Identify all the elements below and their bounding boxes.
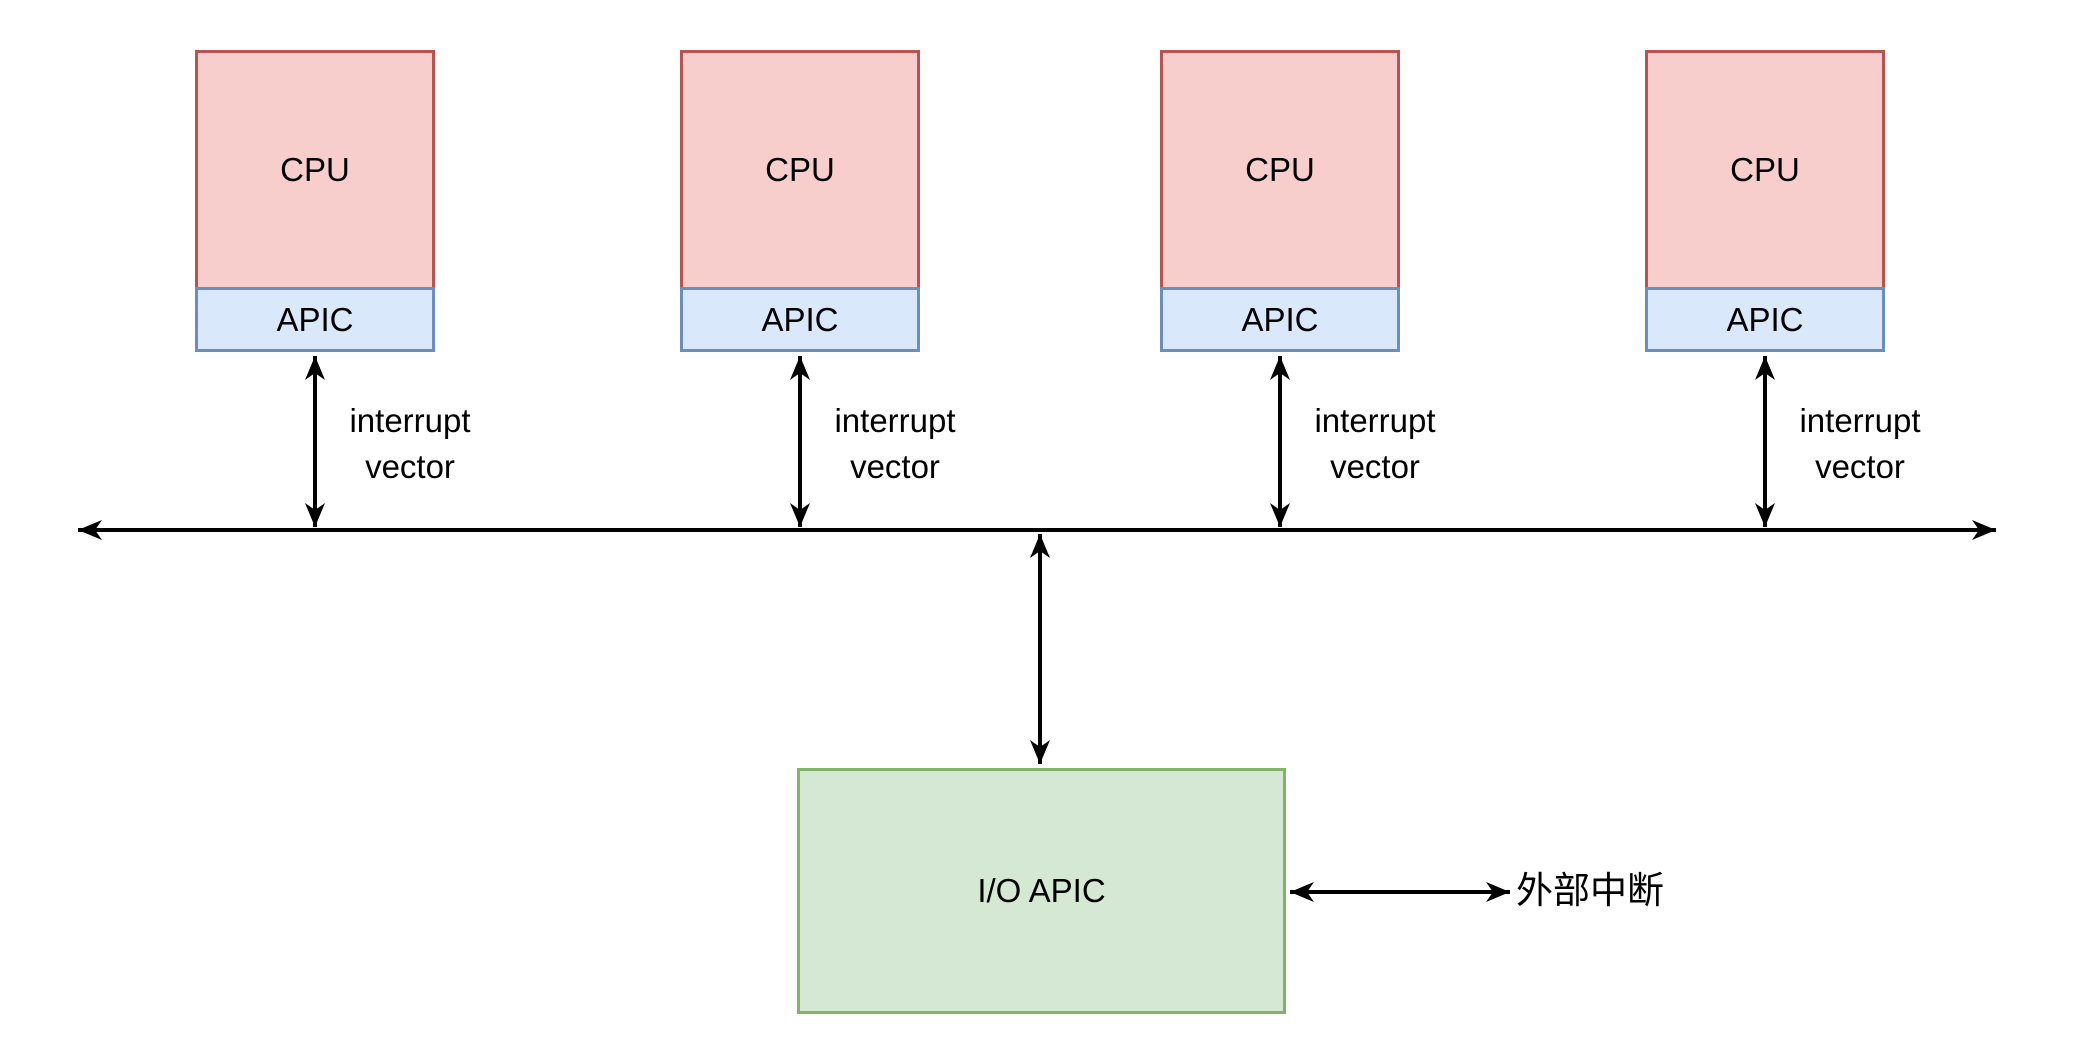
external-interrupt-label: 外部中断 — [1516, 871, 1664, 912]
apic-box-4: APIC — [1645, 287, 1885, 352]
apic-label-2: APIC — [761, 300, 839, 338]
cpu-label-2: CPU — [765, 151, 835, 188]
interrupt-vector-label-4: interrupt vector — [1799, 402, 1921, 485]
cpu-block-3: CPU APIC — [1160, 50, 1400, 352]
apic-box-2: APIC — [680, 287, 920, 352]
apic-label-3: APIC — [1241, 300, 1319, 338]
io-apic-box: I/O APIC — [797, 768, 1286, 1014]
cpu-box-3: CPU — [1160, 50, 1400, 290]
cpu-box-1: CPU — [195, 50, 435, 290]
apic-label-4: APIC — [1726, 300, 1804, 338]
apic-label-1: APIC — [276, 300, 354, 338]
interrupt-vector-label-2: interrupt vector — [834, 402, 956, 485]
cpu-block-2: CPU APIC — [680, 50, 920, 352]
cpu-label-1: CPU — [280, 151, 350, 188]
interrupt-vector-label-1: interrupt vector — [349, 402, 471, 485]
cpu-label-3: CPU — [1245, 151, 1315, 188]
cpu-box-2: CPU — [680, 50, 920, 290]
cpu-label-4: CPU — [1730, 151, 1800, 188]
interrupt-vector-label-3: interrupt vector — [1314, 402, 1436, 485]
cpu-block-4: CPU APIC — [1645, 50, 1885, 352]
apic-box-1: APIC — [195, 287, 435, 352]
cpu-box-4: CPU — [1645, 50, 1885, 290]
cpu-block-1: CPU APIC — [195, 50, 435, 352]
io-apic-label: I/O APIC — [977, 872, 1106, 909]
apic-box-3: APIC — [1160, 287, 1400, 352]
